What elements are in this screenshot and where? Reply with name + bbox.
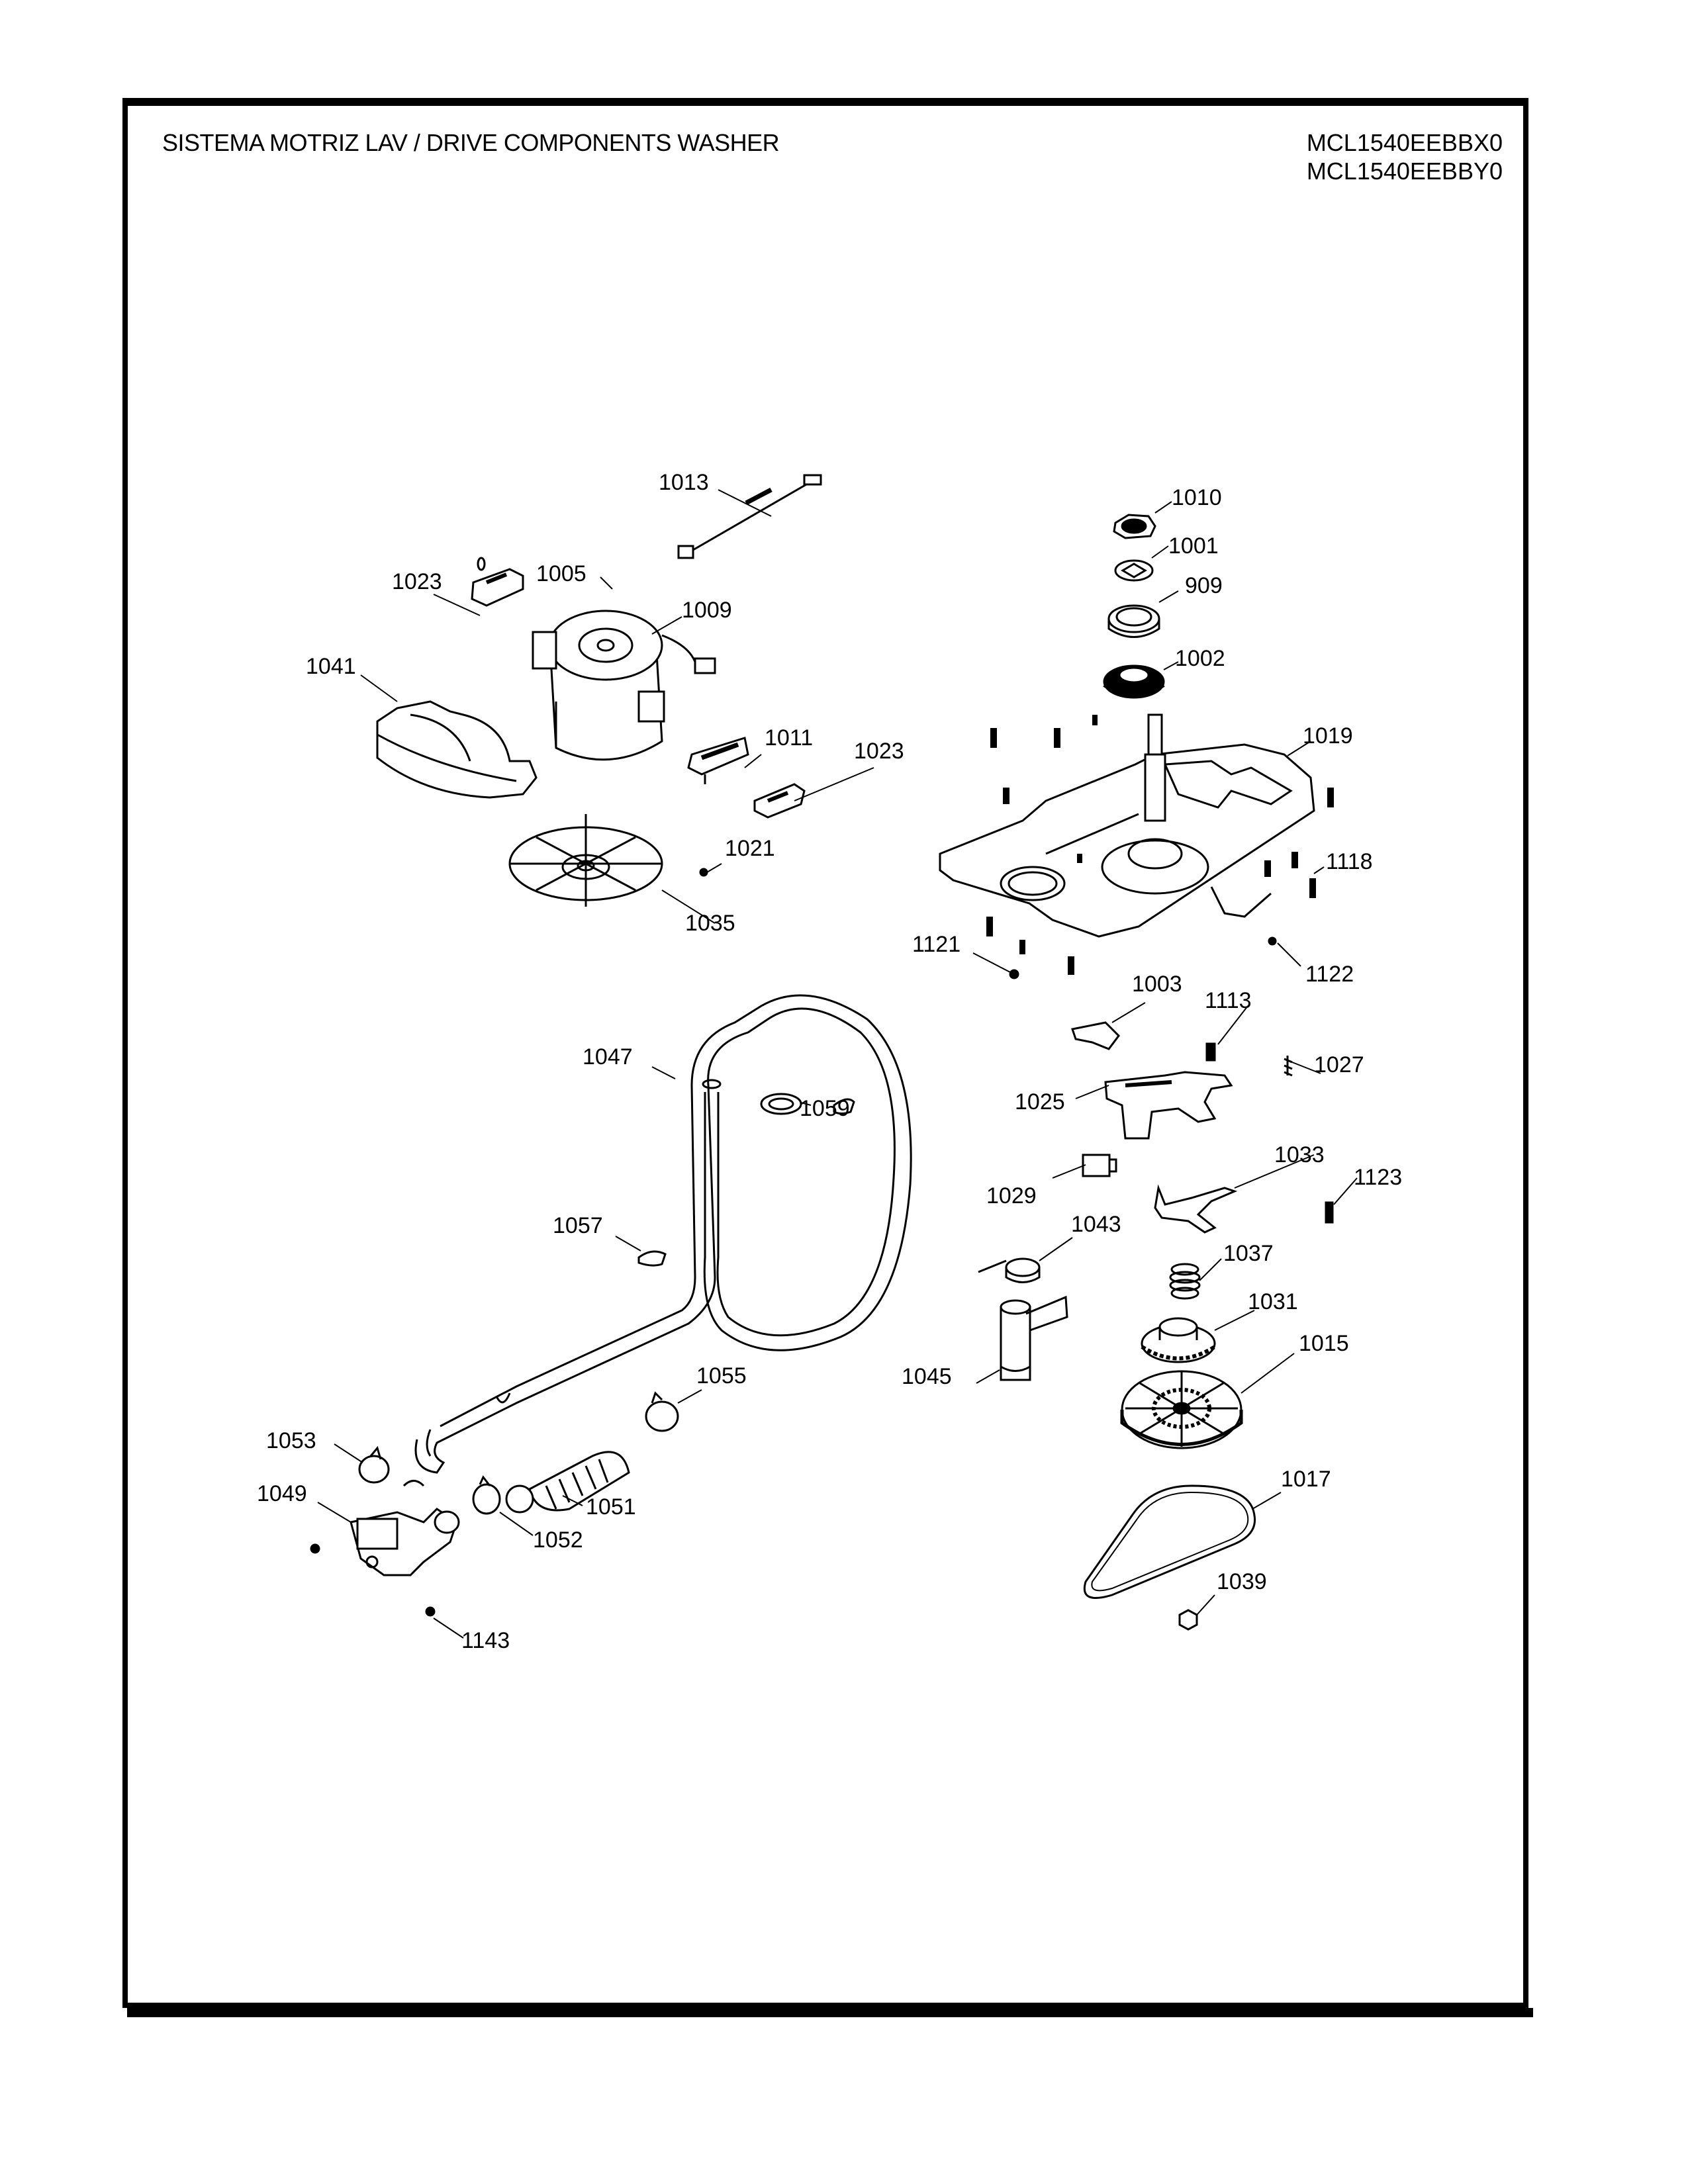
part-label-1023: 1023 — [854, 739, 904, 764]
part-label-1001: 1001 — [1168, 533, 1219, 559]
wire-harness-1013 — [677, 474, 822, 559]
part-label-1031: 1031 — [1248, 1289, 1298, 1314]
frame-bottom-shadow — [127, 2008, 1533, 2017]
frame-top-edge — [122, 98, 1528, 106]
model-number-1: MCL1540EEBBX0 — [1306, 129, 1503, 156]
bellows-hose-1051 — [505, 1451, 630, 1514]
part-label-1013: 1013 — [659, 470, 709, 495]
part-label-1055: 1055 — [696, 1363, 747, 1388]
nut-1021 — [699, 868, 708, 877]
capacitor-1045 — [1000, 1295, 1068, 1381]
screw-1121 — [1009, 969, 1019, 979]
hose-clip-1057 — [637, 1250, 667, 1267]
brake-cam-1003 — [1071, 1021, 1120, 1050]
motor-shield-1041 — [376, 700, 538, 799]
brake-assembly-1025 — [1104, 1071, 1233, 1140]
part-label-1017: 1017 — [1281, 1467, 1331, 1492]
spring-1037 — [1169, 1263, 1201, 1300]
part-label-1033: 1033 — [1274, 1142, 1325, 1167]
fan-1035 — [508, 814, 663, 907]
screws-1118 — [986, 715, 1334, 975]
part-label-1029: 1029 — [986, 1183, 1037, 1208]
screw-1123 — [1325, 1201, 1334, 1224]
washer-1001 — [1114, 559, 1154, 582]
part-label-1037: 1037 — [1223, 1241, 1274, 1266]
part-label-1047: 1047 — [583, 1044, 633, 1069]
part-label-1123: 1123 — [1354, 1165, 1403, 1190]
pulley-1015 — [1120, 1370, 1243, 1449]
part-label-1005: 1005 — [536, 561, 586, 586]
motor-bracket-1023-right — [753, 783, 806, 819]
part-label-1122: 1122 — [1305, 962, 1354, 987]
nut-1010 — [1113, 514, 1156, 539]
part-label-1011: 1011 — [765, 725, 814, 751]
hose-clamp-1053 — [358, 1445, 390, 1484]
part-label-1059-visible: 1059 — [800, 1096, 850, 1121]
part-label-909: 909 — [1185, 573, 1223, 598]
motor-bracket-1023-left — [471, 568, 524, 607]
spring-1027 — [1284, 1056, 1293, 1077]
part-label-1010: 1010 — [1172, 485, 1222, 510]
drain-pump-1049 — [350, 1480, 460, 1576]
part-label-1121: 1121 — [912, 932, 961, 957]
part-label-1039: 1039 — [1217, 1569, 1267, 1594]
actuator-1029 — [1082, 1154, 1117, 1177]
leader-lines — [317, 489, 1358, 1639]
transmission-mount-plate-1019 — [939, 713, 1315, 938]
part-label-1118: 1118 — [1326, 849, 1373, 874]
part-label-1049: 1049 — [257, 1481, 307, 1506]
part-label-1009: 1009 — [682, 598, 732, 623]
hose-clamp-1059 — [760, 1093, 855, 1115]
clip-1005 — [477, 557, 486, 571]
part-label-1045: 1045 — [902, 1364, 952, 1389]
part-label-1057: 1057 — [553, 1213, 603, 1238]
part-label-1002: 1002 — [1175, 646, 1225, 671]
seal-1002 — [1103, 664, 1165, 699]
part-label-1035: 1035 — [685, 911, 735, 936]
part-label-1025: 1025 — [1015, 1089, 1065, 1115]
drain-hose-1047 — [414, 994, 912, 1474]
page-title: SISTEMA MOTRIZ LAV / DRIVE COMPONENTS WA… — [162, 129, 780, 156]
screw-1049-side — [310, 1543, 320, 1554]
bearing-ring-909 — [1107, 604, 1160, 638]
part-label-1041: 1041 — [306, 654, 356, 679]
screw-1113 — [1205, 1042, 1216, 1062]
screw-1122 — [1268, 936, 1277, 946]
part-label-1015: 1015 — [1299, 1331, 1349, 1356]
model-number-2: MCL1540EEBBY0 — [1306, 158, 1503, 185]
nut-1039 — [1178, 1609, 1198, 1631]
part-label-1021: 1021 — [725, 836, 775, 861]
part-label-1052: 1052 — [533, 1527, 583, 1553]
part-label-1053: 1053 — [266, 1428, 316, 1453]
screw-1143 — [425, 1606, 436, 1617]
shift-fork-1033 — [1154, 1184, 1238, 1234]
part-label-1051: 1051 — [586, 1494, 636, 1520]
motor-1009 — [532, 610, 716, 761]
part-label-1043: 1043 — [1071, 1212, 1121, 1237]
clamp-1043 — [978, 1257, 1041, 1283]
part-label-1019: 1019 — [1303, 723, 1353, 749]
hose-clamp-1055 — [645, 1391, 679, 1432]
hose-clamp-1052 — [472, 1475, 501, 1515]
gear-clutch-1031 — [1141, 1317, 1216, 1363]
part-label-1027: 1027 — [1314, 1052, 1364, 1077]
part-label-1143: 1143 — [461, 1628, 510, 1653]
part-label-1113: 1113 — [1205, 988, 1252, 1013]
part-label-1003: 1003 — [1132, 972, 1182, 997]
capacitor-mount-1011 — [687, 737, 749, 784]
part-label-1023: 1023 — [392, 569, 442, 594]
